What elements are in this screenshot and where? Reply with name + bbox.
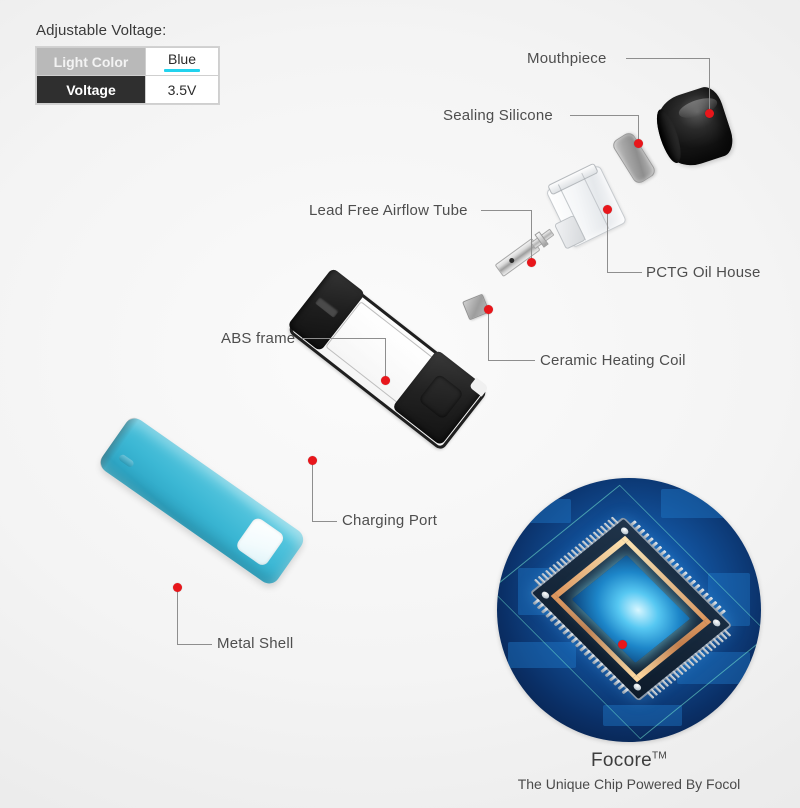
leader-mouthpiece-vertical — [709, 58, 711, 114]
chip-circle-image — [497, 478, 761, 742]
callout-ceramic-heating-coil: Ceramic Heating Coil — [540, 352, 686, 369]
leader-silicone-horizontal — [570, 115, 639, 117]
spec-key-light-color: Light Color — [36, 47, 146, 76]
abs-frame-head-notch — [469, 377, 490, 397]
chip-tagline: The Unique Chip Powered By Focol — [517, 776, 741, 792]
part-sealing-silicone — [610, 130, 658, 186]
marker-dot-charging-port — [308, 456, 317, 465]
part-mouthpiece — [650, 83, 738, 173]
spec-value-voltage: 3.5V — [145, 75, 219, 104]
marker-dot-abs-frame — [381, 376, 390, 385]
spec-table: Light Color Blue Voltage 3.5V — [36, 47, 219, 104]
focore-chip-panel: FocoreTM The Unique Chip Powered By Foco… — [497, 478, 765, 792]
chip-name: FocoreTM — [497, 750, 761, 772]
light-color-value: Blue — [167, 50, 197, 67]
callout-lead-free-airflow-tube: Lead Free Airflow Tube — [309, 202, 468, 219]
callout-charging-port: Charging Port — [342, 512, 438, 529]
marker-dot-metal-shell — [173, 583, 182, 592]
table-row: Voltage 3.5V — [36, 75, 219, 104]
spec-key-voltage: Voltage — [36, 75, 146, 104]
marker-dot-sealing-silicone — [634, 139, 643, 148]
callout-sealing-silicone: Sealing Silicone — [443, 107, 553, 124]
trademark-symbol: TM — [651, 750, 667, 762]
leader-charging-horizontal — [313, 521, 337, 523]
chip-name-text: Focore — [591, 750, 652, 771]
spec-title: Adjustable Voltage: — [36, 22, 167, 39]
part-metal-shell — [96, 414, 308, 588]
marker-dot-chip — [618, 640, 627, 649]
leader-coil-horizontal — [489, 360, 535, 362]
spec-value-light-color: Blue — [145, 47, 219, 76]
marker-dot-mouthpiece — [705, 109, 714, 118]
leader-silicone-vertical — [638, 115, 640, 142]
part-abs-frame — [286, 267, 490, 452]
leader-airflow-vertical — [531, 210, 533, 263]
leader-mouthpiece-horizontal — [626, 58, 710, 60]
metal-shell-body — [96, 414, 308, 588]
abs-frame-head-pad — [417, 373, 465, 420]
leader-shell-horizontal — [178, 644, 212, 646]
charging-port-opening — [314, 296, 340, 318]
callout-abs-frame: ABS frame — [221, 330, 296, 347]
leader-coil-vertical — [488, 312, 490, 361]
leader-charging-vertical — [312, 463, 314, 522]
table-row: Light Color Blue — [36, 47, 219, 76]
marker-dot-ceramic-heating-coil — [484, 305, 493, 314]
chip-caption: FocoreTM The Unique Chip Powered By Foco… — [497, 750, 761, 792]
adjustable-voltage-spec: Adjustable Voltage: Light Color Blue Vol… — [36, 22, 219, 104]
part-airflow-tube — [493, 226, 555, 278]
callout-mouthpiece: Mouthpiece — [527, 50, 607, 67]
leader-airflow-horizontal — [481, 210, 532, 212]
callout-metal-shell: Metal Shell — [217, 635, 294, 652]
part-pctg-oil-house — [545, 162, 628, 250]
leader-abs-horizontal — [302, 338, 386, 340]
marker-dot-pctg-oil-house — [603, 205, 612, 214]
callout-pctg-oil-house: PCTG Oil House — [646, 264, 761, 281]
light-color-swatch — [164, 68, 200, 72]
leader-oilhouse-vertical — [607, 212, 609, 273]
leader-abs-vertical — [385, 338, 387, 381]
marker-dot-airflow-tube — [527, 258, 536, 267]
leader-shell-vertical — [177, 590, 179, 645]
leader-oilhouse-horizontal — [608, 272, 642, 274]
